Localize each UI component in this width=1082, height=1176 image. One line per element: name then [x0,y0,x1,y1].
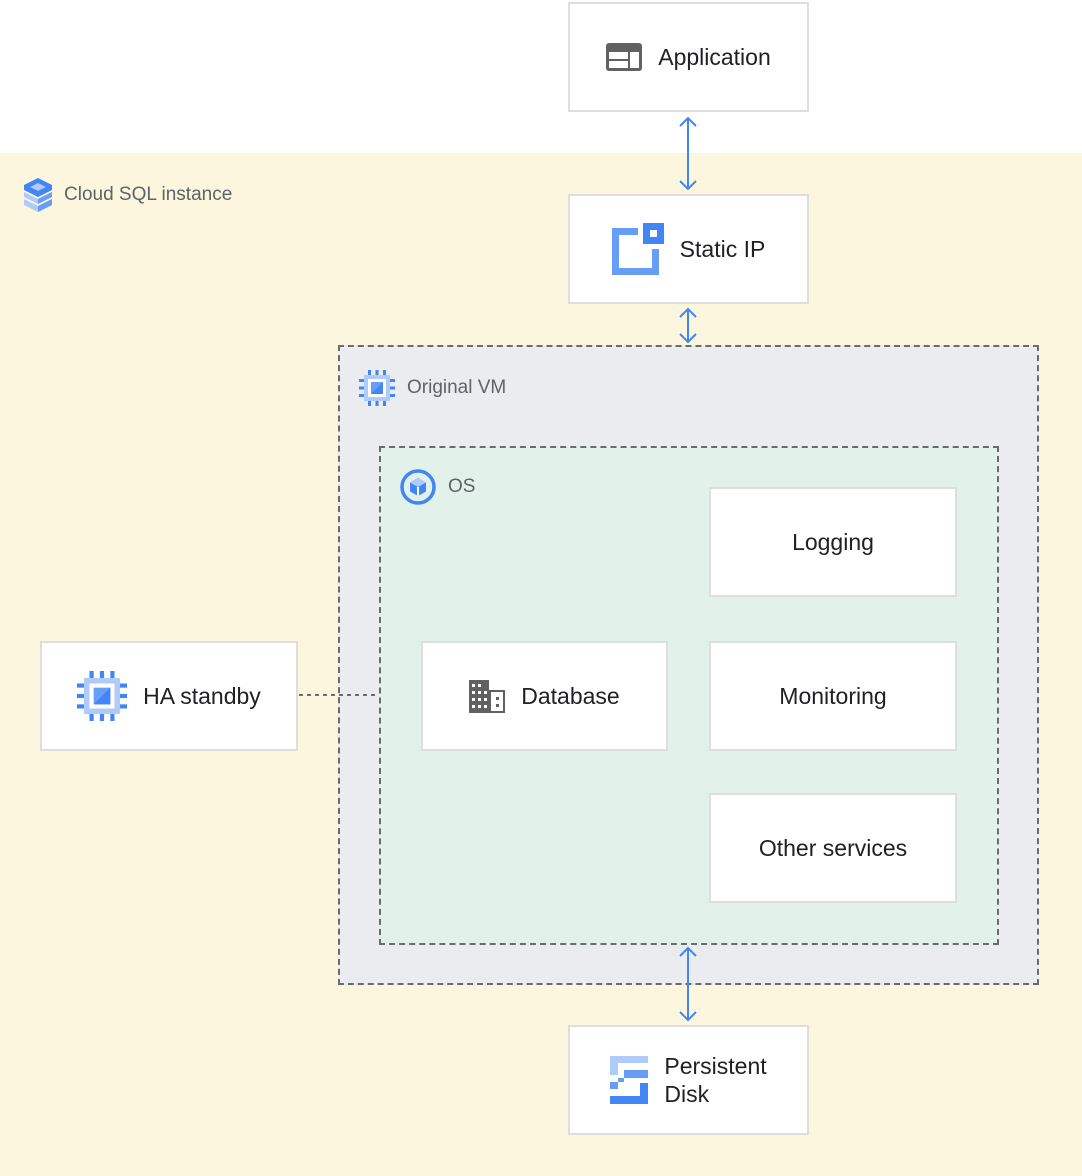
os-label: OS [400,469,475,505]
other-services-label: Other services [758,834,908,861]
static-ip-icon [611,223,664,275]
compute-engine-icon [359,370,395,406]
application-label: Application [658,43,771,70]
other-services-node[interactable]: Other services [709,793,957,903]
persistent-disk-label-line1: Persistent [664,1053,767,1079]
static-ip-label: Static IP [679,235,766,262]
original-vm-title: Original VM [407,377,507,398]
persistent-disk-icon [610,1056,649,1104]
logging-node[interactable]: Logging [709,487,957,597]
compute-engine-icon [77,671,128,721]
cloud-sql-instance-title: Cloud SQL instance [64,184,233,205]
cloud-sql-icon [24,178,52,212]
persistent-disk-label-line2: Disk [664,1081,710,1107]
persistent-disk-label: Persistent Disk [664,1052,766,1108]
original-vm-label: Original VM [359,370,506,406]
cloud-sql-instance-label: Cloud SQL instance [24,178,232,212]
os-icon [400,469,436,505]
database-label: Database [521,682,620,709]
ha-standby-node[interactable]: HA standby [40,641,298,751]
monitoring-node[interactable]: Monitoring [709,641,957,751]
monitoring-label: Monitoring [779,682,887,709]
static-ip-node[interactable]: Static IP [568,194,809,304]
os-title: OS [448,476,476,497]
logging-label: Logging [792,528,874,555]
database-node[interactable]: Database [421,641,668,751]
application-window-icon [606,43,643,71]
building-icon [469,679,506,713]
persistent-disk-node[interactable]: Persistent Disk [568,1025,809,1135]
application-node[interactable]: Application [568,2,809,112]
ha-standby-label: HA standby [143,682,261,709]
